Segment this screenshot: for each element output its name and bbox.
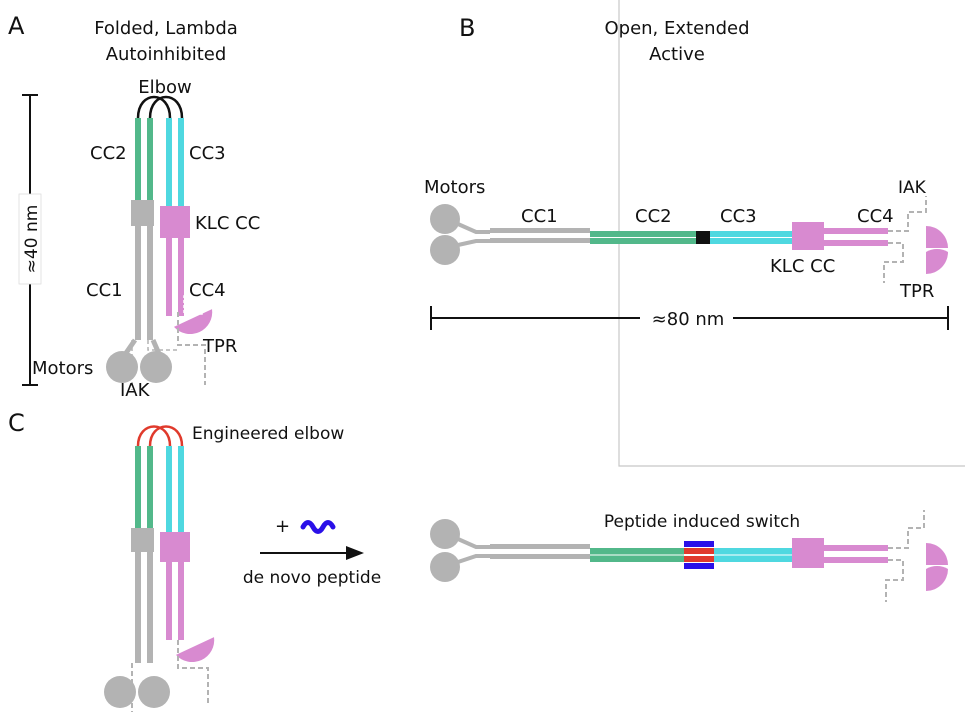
panel-b-cc2-label: CC2 xyxy=(635,206,672,227)
panel-a-cc1-label: CC1 xyxy=(86,280,123,301)
cc3-helices xyxy=(166,118,184,206)
panel-c-letter: C xyxy=(8,409,25,437)
iak-tail-b xyxy=(883,196,927,283)
panel-b-klc-label: KLC CC xyxy=(770,256,835,277)
stalk-switched xyxy=(490,544,796,562)
klc-cc-block-b xyxy=(792,222,888,250)
panel-a-title-line2: Autoinhibited xyxy=(106,44,227,65)
panel-b-iak-label: IAK xyxy=(898,178,927,198)
scale-label-40nm: ≈40 nm xyxy=(22,205,42,274)
tpr-domain-switched xyxy=(926,543,948,591)
panel-a-title-line1: Folded, Lambda xyxy=(94,18,238,39)
panel-b-cc4-label: CC4 xyxy=(857,206,894,227)
panel-b-letter: B xyxy=(459,14,475,42)
panel-a-cc3-label: CC3 xyxy=(189,143,226,164)
peptide-clamp xyxy=(684,541,714,569)
iak-tail-a xyxy=(177,312,206,385)
klc-cc-block-a xyxy=(160,206,190,316)
panel-a-klc-label: KLC CC xyxy=(195,213,260,234)
panel-a-iak-label: IAK xyxy=(120,380,151,401)
panel-b-cc3-label: CC3 xyxy=(720,206,757,227)
elbow-loops xyxy=(136,95,184,119)
panel-a-tpr-label: TPR xyxy=(202,336,237,357)
klc-cc-block-c xyxy=(160,532,215,663)
panel-a-letter: A xyxy=(8,12,25,40)
iak-tail-switched xyxy=(885,510,925,602)
engineered-elbow-loops xyxy=(136,425,184,447)
panel-c-engineered-elbow-label: Engineered elbow xyxy=(192,424,344,444)
switch-label: Peptide induced switch xyxy=(604,512,800,532)
motor-heads-switched xyxy=(430,519,490,582)
peptide-squiggle-icon xyxy=(300,520,336,534)
cc1-helices-c xyxy=(131,528,154,663)
klc-cc-block-switched xyxy=(792,538,888,568)
panel-a-elbow-label: Elbow xyxy=(138,77,192,98)
panel-b-divider xyxy=(618,0,965,467)
plus-sign: + xyxy=(275,516,290,537)
panel-b-motors-label: Motors xyxy=(424,177,485,198)
motor-heads-b xyxy=(430,204,490,265)
cc3-helices-c xyxy=(166,446,184,532)
panel-a-cc2-label: CC2 xyxy=(90,143,127,164)
scale-bar-80nm xyxy=(430,306,949,330)
panel-b-title-line1: Open, Extended xyxy=(604,18,749,39)
arrow-label: de novo peptide xyxy=(243,568,381,588)
panel-a-motors-label: Motors xyxy=(32,358,93,379)
motor-heads-a xyxy=(106,351,172,383)
panel-b-tpr-label: TPR xyxy=(899,281,934,302)
stalk-b xyxy=(490,228,796,244)
tpr-domain-a xyxy=(173,295,213,335)
cc1-helices xyxy=(121,200,163,358)
cc2-helices-c xyxy=(135,446,153,528)
scale-label-80nm: ≈80 nm xyxy=(652,309,725,330)
panel-b-title-line2: Active xyxy=(649,44,705,65)
cc2-helices xyxy=(135,118,153,200)
tpr-domain-b xyxy=(926,226,948,274)
panel-b-cc1-label: CC1 xyxy=(521,206,558,227)
motor-heads-c xyxy=(104,676,170,708)
panel-a-cc4-label: CC4 xyxy=(189,280,226,301)
